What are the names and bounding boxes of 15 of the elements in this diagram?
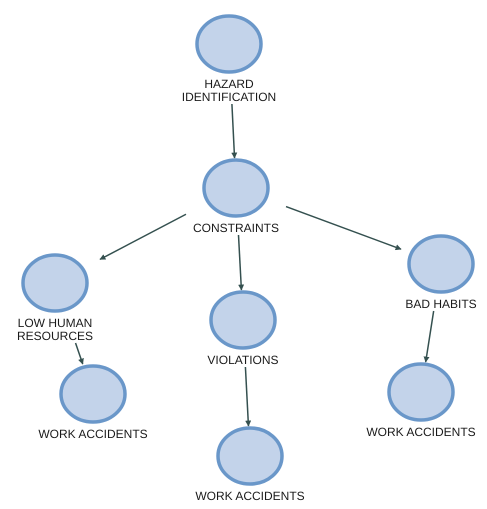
arrow: [99, 214, 186, 260]
arrow: [424, 310, 434, 363]
node-label: WORK ACCIDENTS: [195, 490, 305, 503]
node-label: VIOLATIONS: [207, 354, 279, 367]
arrow: [244, 366, 252, 427]
node-label: LOW HUMAN RESOURCES: [16, 317, 94, 343]
arrow: [286, 206, 402, 250]
node-label: WORK ACCIDENTS: [38, 428, 148, 441]
node-label: HAZARD IDENTIFICATION: [180, 78, 278, 104]
arrow: [231, 104, 238, 159]
node-label: BAD HABITS: [405, 298, 477, 311]
arrow: [238, 234, 244, 291]
node-label: CONSTRAINTS: [192, 222, 279, 235]
arrow: [74, 342, 84, 365]
node-label: WORK ACCIDENTS: [366, 426, 476, 439]
